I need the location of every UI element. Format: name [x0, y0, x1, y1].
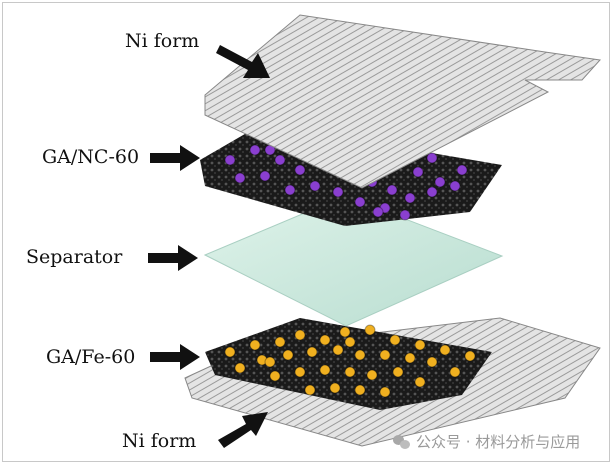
fe-particle — [449, 366, 461, 378]
arrow-icon — [218, 412, 268, 448]
fe-particle — [344, 366, 356, 378]
fe-particle — [414, 376, 426, 388]
label-ga-fe-60: GA/Fe-60 — [46, 346, 136, 368]
fe-particle — [366, 369, 378, 381]
fe-particle — [329, 382, 341, 394]
top-ni-foam — [204, 14, 601, 189]
fe-particle — [224, 346, 236, 358]
watermark-text: 公众号 · 材料分析与应用 — [416, 433, 581, 451]
fe-particle — [304, 384, 316, 396]
arrow-icon — [150, 344, 200, 370]
fe-particle — [339, 326, 351, 338]
nc-particle — [456, 164, 468, 176]
fe-particle — [364, 324, 376, 336]
fe-particle — [464, 350, 476, 362]
fe-particle — [439, 344, 451, 356]
nc-particle — [284, 184, 296, 196]
label-top-ni-foam: Ni form — [125, 30, 200, 52]
fe-particle — [234, 362, 246, 374]
fe-particle — [389, 334, 401, 346]
nc-particle — [249, 144, 261, 156]
fe-particle — [392, 366, 404, 378]
arrow-icon — [148, 245, 198, 271]
fe-particle — [344, 336, 356, 348]
fe-particle — [274, 336, 286, 348]
fe-particle — [332, 344, 344, 356]
nc-particle — [274, 154, 286, 166]
fe-particle — [269, 370, 281, 382]
nc-particle — [309, 180, 321, 192]
nc-particle — [354, 196, 366, 208]
fe-particle — [379, 349, 391, 361]
nc-particle — [412, 166, 424, 178]
nc-particle — [372, 206, 384, 218]
arrow-icon — [150, 145, 200, 171]
fe-particle — [404, 352, 416, 364]
nc-particle — [399, 209, 411, 221]
nc-particle — [426, 186, 438, 198]
label-separator: Separator — [26, 246, 123, 268]
nc-particle — [294, 164, 306, 176]
nc-particle — [449, 180, 461, 192]
fe-particle — [354, 349, 366, 361]
fe-particle — [249, 339, 261, 351]
nc-particle — [426, 152, 438, 164]
fe-particle — [379, 386, 391, 398]
arrow-icon — [216, 45, 270, 78]
nc-particle — [259, 170, 271, 182]
arrows — [148, 45, 270, 448]
fe-particle — [306, 346, 318, 358]
fe-particle — [282, 349, 294, 361]
nc-particle — [434, 176, 446, 188]
watermark: 公众号 · 材料分析与应用 — [393, 431, 580, 452]
nc-particle — [224, 154, 236, 166]
label-ga-nc-60: GA/NC-60 — [42, 146, 140, 168]
fe-particle — [264, 356, 276, 368]
nc-particle — [386, 184, 398, 196]
fe-particle — [319, 334, 331, 346]
image-frame — [2, 2, 610, 462]
wechat-icon — [393, 434, 411, 449]
label-bottom-ni-foam: Ni form — [122, 430, 197, 452]
fe-particle — [426, 356, 438, 368]
fe-particle — [294, 366, 306, 378]
fe-particle — [354, 384, 366, 396]
nc-particle — [332, 186, 344, 198]
nc-particle — [404, 192, 416, 204]
fe-particle — [294, 329, 306, 341]
fe-particle — [414, 339, 426, 351]
separator-sheet — [203, 195, 504, 327]
fe-particle — [319, 364, 331, 376]
nc-particle — [234, 172, 246, 184]
